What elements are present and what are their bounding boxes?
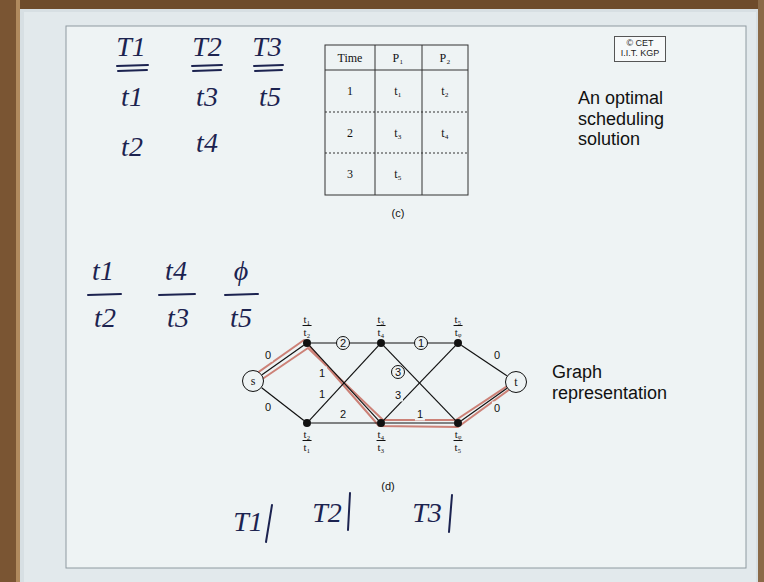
graph-edge — [384, 346, 455, 420]
task-pair-text: t₂ — [303, 326, 312, 338]
table-cell: t₄ — [441, 127, 449, 139]
task-pair-text: t₄ — [377, 428, 386, 441]
vertex-label: t₁t₂ — [303, 313, 312, 338]
handwritten-fraction: t5 — [230, 304, 252, 332]
node-name: t — [514, 375, 517, 390]
table-cell: t₁ — [394, 85, 402, 97]
edge-weight: 2 — [338, 408, 348, 421]
figure-tag: (c) — [392, 208, 405, 219]
slide-caption: An optimal scheduling solution — [578, 88, 696, 150]
terminal-node: t — [505, 371, 527, 393]
graph-vertex: t₃t₄ — [377, 339, 385, 347]
table-cell: t₃ — [394, 127, 402, 139]
edge-weight: 1 — [415, 408, 425, 421]
handwritten-task: t3 — [196, 83, 218, 111]
table-grid — [325, 45, 468, 195]
graph-edge — [262, 388, 304, 421]
graph-edge — [311, 422, 377, 423]
edge-weight: 0 — [492, 402, 502, 415]
graph-edge — [384, 346, 455, 420]
edge-weight: 1 — [317, 367, 327, 380]
task-pair-text: tᵩ — [454, 326, 463, 338]
task-pair-text: t₄ — [377, 326, 386, 338]
table-cell: 3 — [347, 168, 353, 180]
copyright-box: © CET I.I.T. KGP — [614, 36, 666, 62]
handwritten-fraction: t3 — [167, 304, 189, 332]
table-cell: t₂ — [441, 85, 449, 97]
handwritten-strokes — [88, 65, 452, 542]
table-cell: 2 — [347, 127, 353, 139]
task-pair-text: t₃ — [377, 313, 386, 326]
task-pair-text: t₂ — [303, 428, 312, 441]
edge-weight: 0 — [263, 401, 273, 414]
vertex-label: tᵩt₅ — [454, 428, 463, 453]
handwritten-fraction: t1 — [92, 257, 114, 285]
graph-edge — [310, 346, 379, 420]
task-pair-text: tᵩ — [454, 428, 463, 441]
handwritten-task: t5 — [259, 83, 281, 111]
handwritten-task-label: T1 — [233, 508, 263, 536]
graph-edge — [461, 388, 507, 420]
circled-weight: 3 — [391, 365, 405, 379]
edge-weight: 0 — [492, 349, 502, 362]
handwritten-fraction: t4 — [165, 257, 187, 285]
table-header: Time — [338, 52, 363, 64]
table-header: P₁ — [393, 52, 404, 64]
edge-weight: 0 — [263, 349, 273, 362]
graph-vertex: t₁t₂ — [303, 339, 311, 347]
handwritten-fraction: t2 — [94, 304, 116, 332]
circled-weight: 1 — [414, 336, 428, 350]
vertex-label: t₅tᵩ — [454, 313, 463, 338]
handwritten-heading: T3 — [252, 33, 282, 61]
handwritten-task: t2 — [121, 133, 143, 161]
task-pair-text: t₅ — [454, 441, 463, 453]
task-pair-text: t₅ — [454, 313, 463, 326]
edge-weight: 1 — [317, 388, 327, 401]
copyright-text: © CET I.I.T. KGP — [618, 39, 662, 59]
handwritten-task-label: T2 — [312, 499, 342, 527]
handwritten-heading: T1 — [116, 33, 146, 61]
task-pair-text: t₁ — [303, 441, 312, 453]
vertex-label: t₃t₄ — [377, 313, 386, 338]
graph-edge — [385, 422, 454, 423]
table-header: P₂ — [440, 52, 451, 64]
vertex-label: t₄t₃ — [377, 428, 386, 453]
graph-vertex: t₅tᵩ — [454, 339, 462, 347]
handwritten-task: t4 — [196, 129, 218, 157]
vertex-label: t₂t₁ — [303, 428, 312, 453]
terminal-node: s — [242, 370, 264, 392]
graph-vertex: t₂t₁ — [303, 419, 311, 427]
graph-vertex: tᵩt₅ — [454, 419, 462, 427]
handwritten-task-label: T3 — [412, 499, 442, 527]
task-pair-text: t₃ — [377, 441, 386, 453]
graph-edge — [262, 345, 304, 374]
highlight-path — [250, 340, 518, 427]
handwritten-fraction: ϕ — [234, 257, 249, 285]
slide-caption: Graph representation — [552, 362, 670, 403]
task-pair-text: t₁ — [303, 313, 312, 326]
table-cell: 1 — [347, 85, 353, 97]
circled-weight: 2 — [336, 336, 350, 350]
graph-vertex: t₄t₃ — [377, 419, 385, 427]
edge-weight: 3 — [393, 389, 403, 402]
graph-edge — [310, 346, 379, 420]
figure-tag: (d) — [381, 481, 394, 492]
table-cell: t₅ — [394, 168, 402, 180]
node-name: s — [251, 374, 256, 389]
handwritten-task: t1 — [121, 83, 143, 111]
handwritten-heading: T2 — [192, 33, 222, 61]
graph-edge — [461, 345, 507, 376]
